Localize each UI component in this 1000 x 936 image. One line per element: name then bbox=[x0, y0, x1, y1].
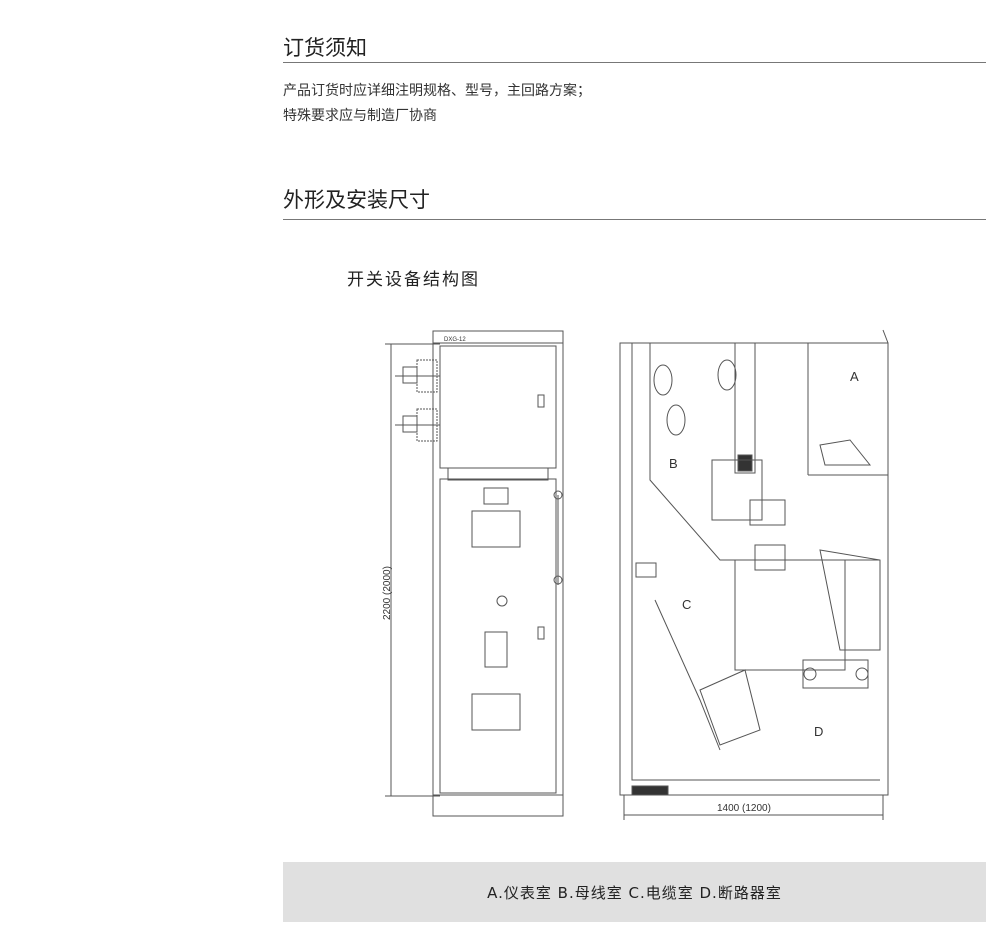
side-view: A B C D 1400 (1200) bbox=[619, 329, 889, 820]
dimensions-heading: 外形及安装尺寸 bbox=[283, 188, 430, 212]
divider bbox=[283, 62, 986, 63]
width-dimension: 1400 (1200) bbox=[717, 803, 771, 814]
height-dimension: 2200 (2000) bbox=[382, 566, 393, 620]
figure-title: 开关设备结构图 bbox=[347, 270, 480, 290]
model-label: DXG-12 bbox=[444, 337, 466, 343]
ordering-heading: 订货须知 bbox=[283, 36, 367, 60]
ordering-line-1: 产品订货时应详细注明规格、型号，主回路方案； bbox=[283, 83, 591, 99]
compartment-label-a: A bbox=[850, 369, 859, 384]
compartment-label-c: C bbox=[682, 597, 691, 612]
divider bbox=[283, 219, 986, 220]
ordering-line-2: 特殊要求应与制造厂协商 bbox=[283, 108, 437, 124]
front-view: DXG-12 2200 (2000) bbox=[382, 330, 564, 817]
compartment-label-d: D bbox=[814, 724, 823, 739]
compartment-label-b: B bbox=[669, 456, 678, 471]
compartment-legend: A.仪表室 B.母线室 C.电缆室 D.断路器室 bbox=[283, 862, 986, 922]
